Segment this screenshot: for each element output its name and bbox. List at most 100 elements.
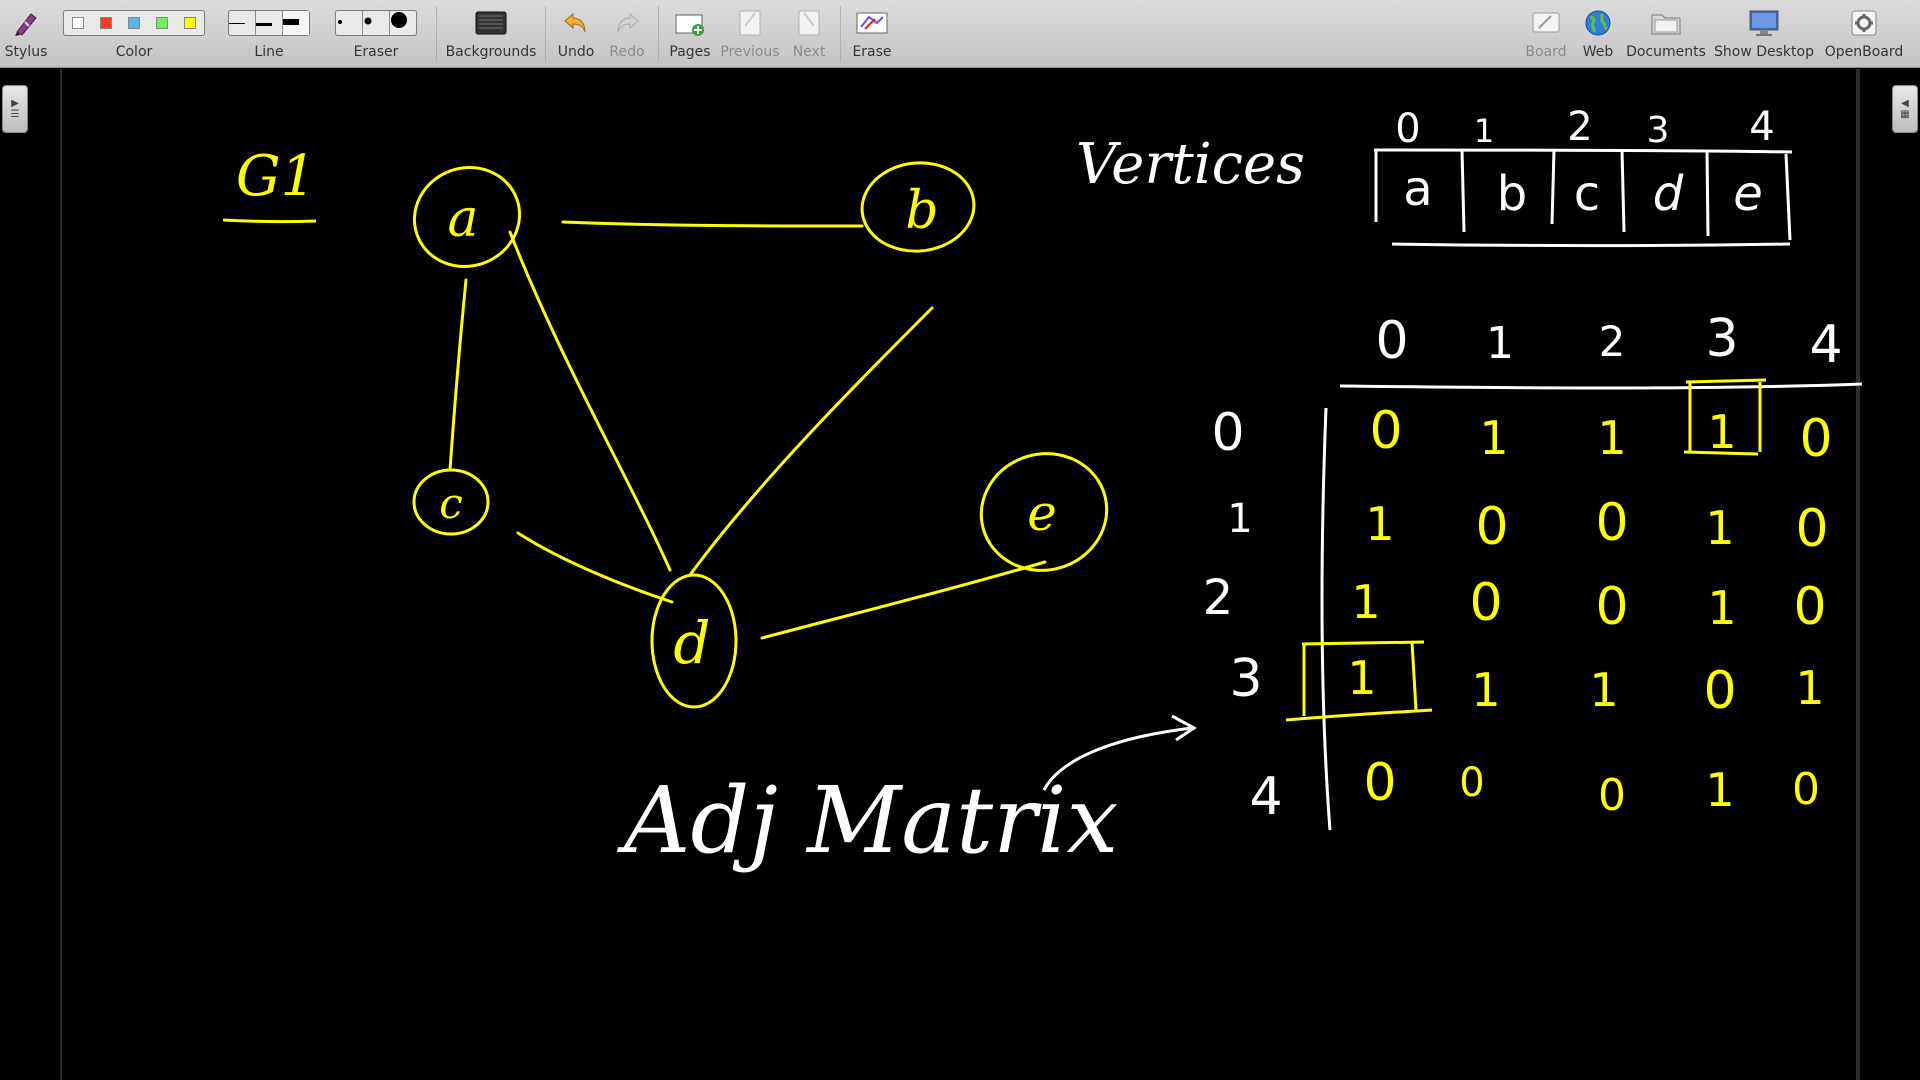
vertex-index: 1	[1474, 112, 1494, 150]
board-button[interactable]: Board	[1522, 0, 1570, 68]
matrix-row-header: 2	[1203, 570, 1234, 626]
matrix-cell: 0	[1703, 661, 1736, 721]
eraser-large-option[interactable]	[390, 11, 416, 35]
board-label: Board	[1525, 44, 1567, 60]
matrix-cell: 1	[1705, 763, 1734, 817]
color-swatch-red[interactable]	[100, 17, 112, 29]
backgrounds-button[interactable]: Backgrounds	[444, 0, 538, 68]
globe-icon	[1583, 6, 1613, 40]
caption-arrow	[1042, 714, 1197, 791]
matrix-col-header: 4	[1809, 315, 1842, 375]
line-thick-option[interactable]	[283, 11, 309, 35]
line-tool: Line	[224, 0, 314, 68]
matrix-cell: 0	[1363, 753, 1396, 813]
node-b-label: b	[905, 181, 938, 241]
matrix-row-headers: 0 1 2 3 4	[1203, 403, 1283, 827]
vertex-cell: e	[1733, 166, 1763, 222]
color-swatch-white[interactable]	[72, 17, 84, 29]
graph-edges	[448, 220, 1047, 640]
right-dock-border	[1856, 69, 1860, 1080]
pages-button[interactable]: Pages	[665, 0, 715, 68]
vertices-label: Vertices	[1076, 132, 1305, 197]
matrix-cell: 1	[1347, 651, 1376, 705]
node-d-circle	[650, 573, 738, 709]
eraser-medium-option[interactable]	[363, 11, 390, 35]
matrix-cell: 0	[1469, 573, 1502, 633]
toolbar-separator	[545, 6, 546, 62]
eraser-small-option[interactable]	[336, 11, 363, 35]
previous-button[interactable]: Previous	[718, 0, 782, 68]
stylus-tool[interactable]: Stylus	[4, 0, 48, 68]
matrix-cell: 0	[1459, 760, 1484, 806]
show-desktop-button[interactable]: Show Desktop	[1712, 0, 1816, 68]
openboard-label: OpenBoard	[1824, 44, 1904, 60]
vertex-cell: d	[1653, 166, 1684, 222]
color-swatch-blue[interactable]	[128, 17, 140, 29]
erase-button[interactable]: Erase	[848, 0, 896, 68]
matrix-cell: 1	[1707, 581, 1736, 635]
line-width-selector	[228, 10, 310, 36]
matrix-col-header: 3	[1705, 309, 1738, 369]
undo-button[interactable]: Undo	[552, 0, 600, 68]
collapse-arrow-icon: ◀	[1901, 98, 1909, 109]
erase-icon	[855, 6, 889, 40]
node-a-circle	[412, 166, 522, 268]
edge-c-d	[516, 531, 674, 604]
vertex-index: 2	[1567, 104, 1592, 150]
edge-a-b	[561, 220, 864, 228]
matrix-row-header: 1	[1227, 496, 1252, 542]
toolbar-separator	[840, 6, 841, 62]
matrix-col-header: 2	[1599, 317, 1626, 366]
matrix-cell: 0	[1475, 497, 1508, 557]
vertex-index: 3	[1647, 110, 1670, 151]
line-thin-option[interactable]	[229, 11, 256, 35]
matrix-cell: 1	[1589, 663, 1618, 717]
matrix-cell: 0	[1598, 770, 1626, 821]
color-swatch-yellow[interactable]	[184, 17, 196, 29]
vertex-index: 0	[1395, 106, 1420, 152]
stylus-label: Stylus	[4, 44, 48, 60]
graph-title-underline	[222, 218, 317, 224]
web-button[interactable]: Web	[1574, 0, 1622, 68]
redo-button[interactable]: Redo	[603, 0, 651, 68]
node-a-label: a	[447, 189, 478, 249]
undo-icon	[561, 6, 591, 40]
matrix-cell: 0	[1795, 499, 1828, 559]
color-tool: Color	[60, 0, 208, 68]
previous-label: Previous	[720, 44, 780, 60]
graph-nodes	[412, 161, 1109, 709]
matrix-highlights	[1285, 378, 1767, 722]
matrix-cell: 1	[1351, 575, 1380, 629]
line-medium-option[interactable]	[256, 11, 283, 35]
matrix-cell: 0	[1799, 409, 1832, 469]
documents-button[interactable]: Documents	[1624, 0, 1708, 68]
matrix-row-header: 4	[1249, 767, 1282, 827]
vertex-array-cells: a b c d e	[1403, 161, 1762, 222]
eraser-tool: Eraser	[330, 0, 422, 68]
node-b-circle	[860, 161, 976, 253]
graph-title: G1	[236, 144, 316, 209]
page-list-icon: ☰	[10, 109, 20, 120]
folder-icon	[1650, 6, 1682, 40]
web-label: Web	[1582, 44, 1614, 60]
openboard-menu-button[interactable]: OpenBoard	[1820, 0, 1908, 68]
matrix-cell: 1	[1479, 411, 1508, 465]
matrix-axes	[1320, 382, 1863, 831]
edge-b-d	[688, 306, 934, 577]
vertex-cell: c	[1574, 166, 1600, 222]
matrix-cell: 0	[1793, 577, 1826, 637]
openboard-toolbar: Stylus Color Line	[0, 0, 1920, 68]
color-swatch-green[interactable]	[156, 17, 168, 29]
desktop-icon	[1748, 6, 1780, 40]
matrix-cell: 1	[1795, 661, 1824, 715]
left-palette-toggle[interactable]: ▶ ☰	[2, 85, 28, 133]
next-button[interactable]: Next	[785, 0, 833, 68]
highlight-cell-3-0	[1285, 640, 1433, 722]
right-palette-toggle[interactable]: ◀ ▦	[1892, 85, 1918, 133]
matrix-values: 0 1 1 1 0 1 0 0 1 0 1 0 0 1 0 1 1 1 0 1 …	[1347, 401, 1832, 821]
whiteboard-canvas[interactable]	[62, 69, 1858, 1080]
matrix-cell: 1	[1365, 497, 1394, 551]
undo-label: Undo	[557, 44, 595, 60]
highlight-cell-0-3	[1683, 378, 1767, 456]
